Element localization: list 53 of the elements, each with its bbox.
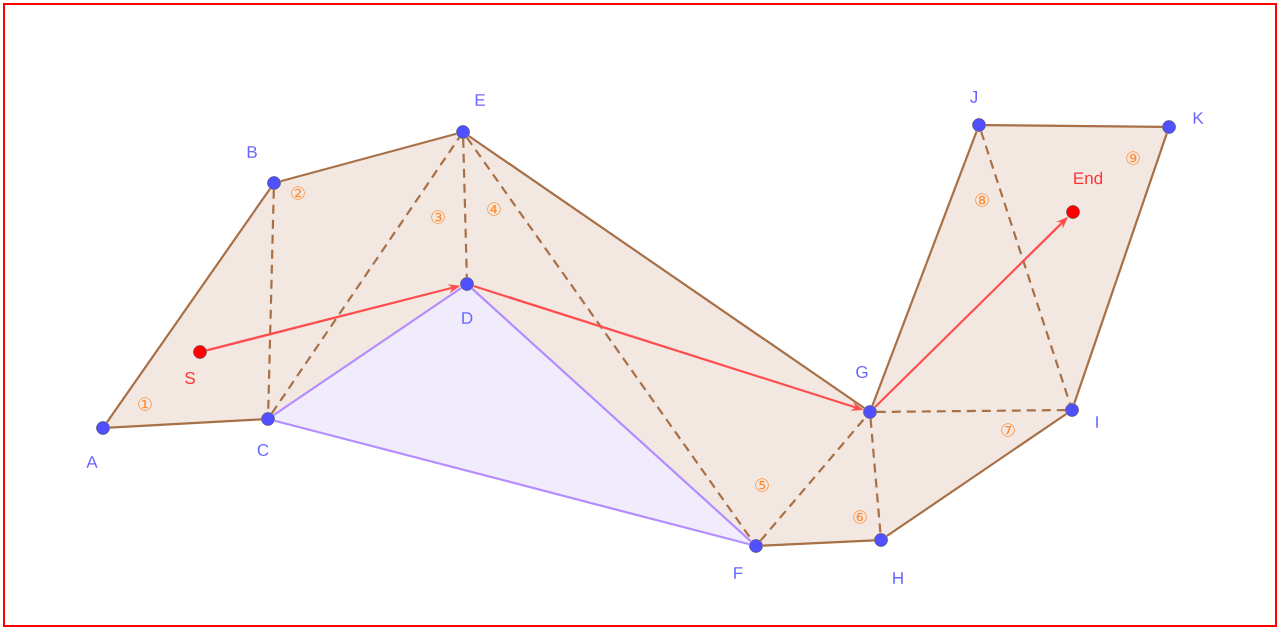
dashed-line <box>869 418 882 534</box>
node-label: J <box>970 91 977 103</box>
node-label: C <box>257 443 269 457</box>
region-number: ⑦ <box>1001 423 1015 437</box>
line <box>273 286 462 417</box>
point: A <box>86 421 110 468</box>
region-number: ② <box>291 186 305 200</box>
line <box>274 419 750 546</box>
node-label: H <box>893 572 903 584</box>
node-label: A <box>86 456 98 468</box>
line <box>886 412 1067 538</box>
line <box>985 124 1163 129</box>
point: End <box>1066 171 1103 219</box>
point: J <box>970 91 986 132</box>
line <box>762 539 875 547</box>
dashed-line <box>876 408 1066 414</box>
point: B <box>247 146 281 190</box>
node-label: F <box>734 567 743 579</box>
dashed-line <box>270 137 461 414</box>
node-label: S <box>185 371 195 385</box>
line <box>106 187 271 424</box>
region-number: ④ <box>487 202 501 216</box>
region-number: ⑤ <box>755 478 769 492</box>
point: D <box>460 277 474 324</box>
node-label: B <box>247 146 257 158</box>
region-number: ① <box>138 397 152 411</box>
point: I <box>1065 403 1098 428</box>
dashed-line <box>980 131 1071 404</box>
region-number: ③ <box>431 210 445 224</box>
line <box>109 418 262 429</box>
region-number: ⑧ <box>975 193 989 207</box>
point: E <box>456 94 485 139</box>
node-label: End <box>1074 171 1103 185</box>
dashed-line <box>462 138 468 278</box>
line <box>1073 133 1168 404</box>
point: H <box>874 533 903 584</box>
line <box>471 287 752 543</box>
node-label: K <box>1193 112 1204 124</box>
node-label: I <box>1096 416 1098 428</box>
node-label: G <box>856 365 868 379</box>
point: C <box>257 412 275 457</box>
node-label: E <box>475 94 485 106</box>
point: G <box>856 366 877 419</box>
dashed-line <box>759 416 867 542</box>
point: F <box>734 539 763 579</box>
point: K <box>1162 112 1204 134</box>
line <box>280 132 457 183</box>
region-number: ⑨ <box>1126 151 1140 165</box>
node-label: D <box>462 312 473 324</box>
point: S <box>185 345 207 385</box>
line <box>871 130 978 407</box>
line <box>468 134 866 410</box>
region-number: ⑥ <box>853 510 867 524</box>
